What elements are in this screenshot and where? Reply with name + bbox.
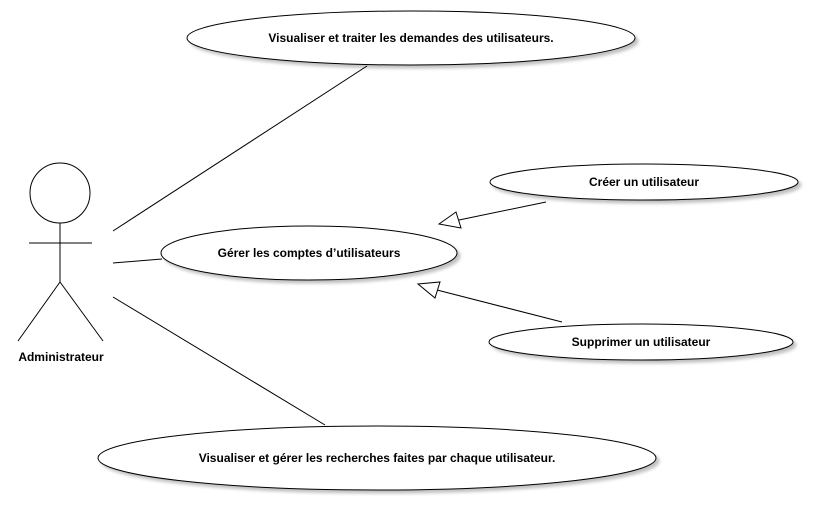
use-case-view-requests-label: Visualiser et traiter les demandes des u…	[268, 31, 553, 45]
use-case-view-searches[interactable]	[97, 425, 657, 491]
use-case-view-requests[interactable]	[186, 10, 636, 66]
actor-label: Administrateur	[18, 350, 104, 364]
actor-left-leg	[17, 281, 61, 342]
use-case-manage-accounts-label: Gérer les comptes d’utilisateurs	[218, 246, 401, 260]
use-case-create-user[interactable]	[489, 163, 799, 201]
association-manage-accounts	[112, 258, 163, 264]
actor-head	[29, 162, 91, 224]
actor-right-leg	[59, 281, 104, 342]
association-view-searches	[112, 296, 326, 426]
use-case-delete-user[interactable]	[488, 323, 794, 361]
generalization-create-line	[458, 201, 547, 221]
generalization-delete-line	[436, 289, 563, 323]
use-case-manage-accounts[interactable]	[160, 225, 458, 281]
association-view-requests	[112, 65, 368, 232]
use-case-delete-user-label: Supprimer un utilisateur	[572, 335, 711, 349]
generalization-create-arrowhead	[437, 211, 462, 229]
use-case-view-searches-label: Visualiser et gérer les recherches faite…	[199, 451, 556, 465]
use-case-create-user-label: Créer un utilisateur	[589, 175, 699, 189]
generalization-delete-arrowhead	[416, 281, 441, 299]
actor-figure	[17, 162, 104, 342]
